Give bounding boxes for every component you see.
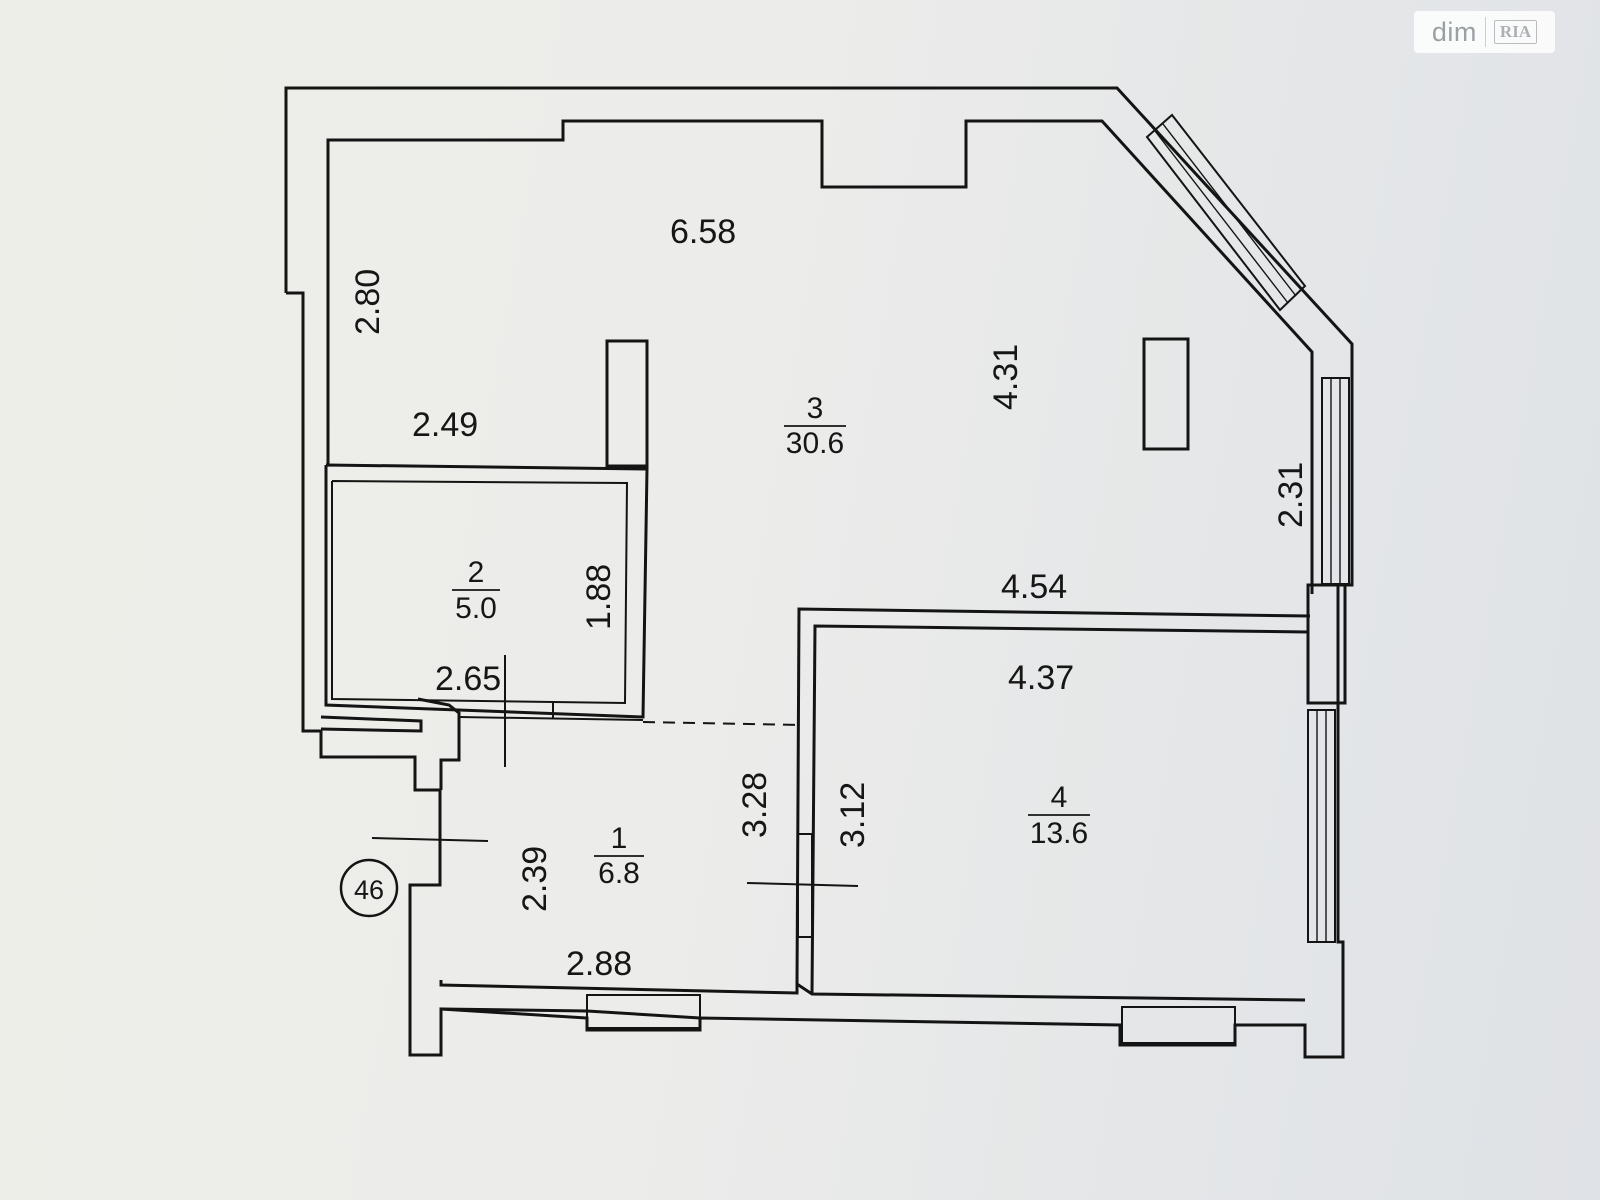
dim-entry-height: 2.39	[516, 846, 554, 912]
watermark-logo: RIA	[1493, 20, 1538, 44]
corner-window	[1145, 113, 1307, 312]
hall-threshold	[458, 716, 644, 721]
dim-room4-height: 3.12	[834, 782, 872, 848]
watermark-brand: dim	[1431, 16, 1477, 47]
dim-room4-inner: 4.37	[1008, 659, 1074, 697]
column-right	[1142, 337, 1190, 451]
dim-room2-width: 2.65	[435, 660, 501, 698]
dim-left-height: 2.80	[349, 269, 387, 335]
room-area: 5.0	[455, 592, 497, 625]
room2-wall	[324, 463, 649, 719]
dim-room3-height: 4.31	[987, 344, 1025, 410]
window-room4	[1121, 1006, 1236, 1044]
room-label-2: 2 5.0	[452, 556, 500, 625]
room-number: 4	[1051, 781, 1068, 814]
room-label-1: 1 6.8	[594, 822, 644, 890]
watermark-badge: dim RIA	[1414, 11, 1555, 53]
watermark-divider	[1484, 17, 1486, 47]
room-label-4: 4 13.6	[1028, 781, 1090, 850]
dim-room4-top: 4.54	[1001, 568, 1067, 606]
tick-line	[371, 837, 489, 842]
dim-storage-width: 2.49	[412, 406, 478, 444]
side-window-upper	[1321, 377, 1350, 585]
room-area: 6.8	[598, 857, 640, 890]
entry-door-jamb	[417, 697, 461, 790]
entry-partition	[320, 715, 423, 733]
plan-number-circle	[339, 858, 399, 918]
outer-wall	[284, 86, 1354, 1059]
window-hall	[586, 994, 701, 1029]
room-label-3: 3 30.6	[784, 392, 846, 460]
plan-number: 46	[354, 875, 384, 905]
room-number: 2	[468, 556, 485, 589]
hall-bottom-wall	[439, 980, 1306, 1002]
column-left	[605, 339, 649, 468]
side-window-lower	[1307, 709, 1336, 943]
room-number: 3	[807, 392, 824, 425]
tick-line	[746, 882, 859, 887]
room-area: 13.6	[1030, 817, 1088, 850]
window-line	[1154, 130, 1289, 304]
dim-top-width: 6.58	[670, 213, 736, 251]
dim-hall-width: 2.88	[566, 945, 632, 983]
dim-corner-window: 2.31	[1272, 462, 1310, 528]
inner-wall-room3	[326, 119, 1314, 594]
pillar	[1306, 583, 1347, 705]
window-line	[1162, 123, 1297, 297]
dim-room2-height: 1.88	[580, 564, 618, 630]
dim-hall-height: 3.28	[736, 772, 774, 838]
zone-separator	[642, 721, 801, 726]
room2-inner-wall	[331, 480, 629, 705]
room-area: 30.6	[786, 427, 844, 460]
room-number: 1	[611, 822, 628, 855]
